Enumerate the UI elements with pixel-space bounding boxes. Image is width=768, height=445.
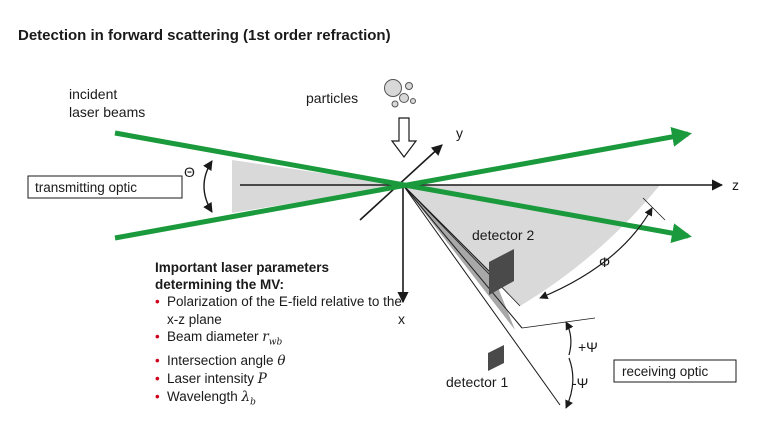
axis-x-label: x [398, 311, 405, 327]
parameter-symbol: λb [241, 389, 256, 408]
parameter-symbol: P [257, 370, 267, 387]
parameters-heading-line1: Important laser parameters [155, 260, 330, 275]
parameter-text: Intersection angle [167, 352, 278, 368]
bullet-icon: • [155, 370, 160, 386]
scattering-cone [403, 185, 660, 306]
plus-psi-label: +Ψ [578, 339, 598, 355]
detector-2 [489, 249, 514, 295]
detector-1-label: detector 1 [446, 374, 508, 390]
parameter-item-beam-diameter: • Beam diameter rwb [155, 328, 405, 352]
minus-psi-label: -Ψ [572, 375, 588, 391]
parameter-text: Laser intensity [167, 370, 258, 386]
parameter-symbol: rwb [262, 328, 283, 348]
page-title: Detection in forward scattering (1st ord… [18, 27, 391, 44]
bullet-icon: • [155, 328, 160, 344]
axis-z-label: z [732, 177, 739, 193]
transmitting-optic-label: transmitting optic [35, 180, 137, 195]
axis-y-label: y [456, 125, 463, 141]
parameters-list: • Polarization of the E-field relative t… [155, 293, 405, 412]
theta-label: Θ [184, 164, 195, 180]
detector-2-label: detector 2 [472, 227, 534, 243]
incidence-cone [232, 160, 403, 213]
particles-label: particles [306, 90, 358, 106]
phi-arc [539, 207, 653, 299]
phi-label: Φ [599, 254, 610, 270]
bullet-icon: • [155, 294, 160, 310]
psi-reference-line [521, 317, 596, 329]
parameters-heading-line2: determining the MV: [155, 277, 285, 293]
scatter-ray-middle [402, 184, 523, 329]
phi-extension-line [642, 197, 666, 221]
incident-label-line2: laser beams [69, 104, 145, 120]
parameter-text: Polarization of the E-field relative to … [167, 294, 402, 327]
detection-wedge [403, 185, 515, 330]
parameter-text: Wavelength [167, 389, 242, 405]
receiving-optic-box [613, 359, 737, 383]
theta-arc [203, 160, 213, 213]
parameter-item-intersection-angle: • Intersection angle θ [155, 352, 405, 370]
detector-1 [488, 345, 504, 371]
bullet-icon: • [155, 352, 160, 368]
parameter-item-laser-intensity: • Laser intensity P [155, 370, 405, 388]
particles-icon [384, 79, 416, 108]
plus-psi-arc [565, 321, 574, 356]
parameter-text: Beam diameter [167, 328, 263, 344]
laser-parameters-panel: Important laser parameters determining t… [155, 259, 405, 412]
parameter-symbol: θ [277, 352, 286, 369]
receiving-optic-label: receiving optic [622, 364, 709, 379]
parameter-item-polarization: • Polarization of the E-field relative t… [155, 293, 405, 327]
scatter-ray-lower [402, 184, 561, 406]
particle-flow-arrow [390, 117, 418, 158]
laser-beam-lower [114, 127, 692, 241]
parameter-item-wavelength: • Wavelength λb [155, 388, 405, 412]
incident-label-line1: incident [69, 86, 117, 102]
transmitting-optic-box [27, 175, 183, 199]
bullet-icon: • [155, 389, 160, 405]
minus-psi-arc [565, 357, 574, 409]
